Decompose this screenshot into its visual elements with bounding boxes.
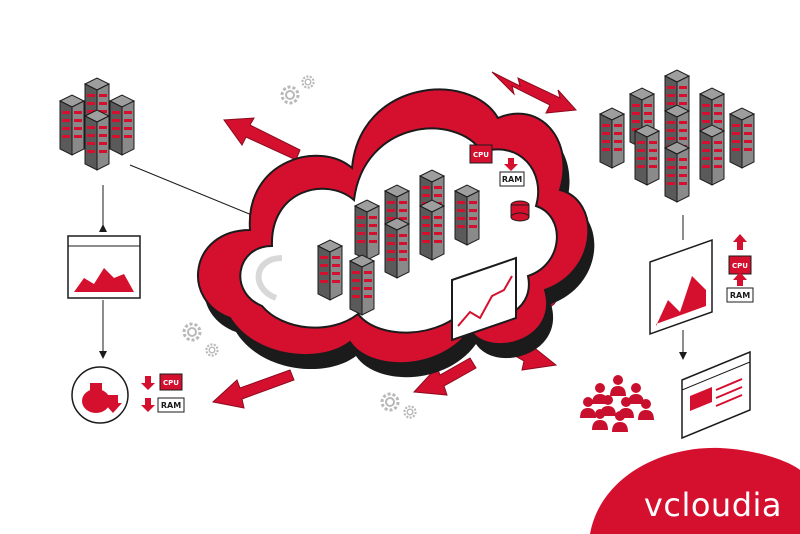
cloud-cpu-chip: CPU — [469, 144, 493, 164]
cloud-analytics-panel — [451, 256, 517, 342]
up-arrow-icon — [733, 234, 747, 250]
gear-icon — [403, 405, 417, 419]
svg-text:CPU: CPU — [732, 262, 748, 270]
left-cpu-chip: CPU — [159, 373, 183, 391]
svg-text:CPU: CPU — [163, 379, 179, 387]
web-application-window — [681, 350, 751, 440]
right-cpu-chip: CPU — [728, 255, 752, 275]
arrow-upper-left — [223, 117, 301, 161]
svg-text:RAM: RAM — [730, 291, 750, 300]
cost-savings-icon — [71, 366, 129, 424]
down-arrow-icon — [141, 376, 155, 390]
gear-icon — [380, 392, 400, 412]
right-chart-window — [649, 238, 713, 336]
right-ram-chip: RAM — [726, 287, 754, 303]
brand-corner-shape — [590, 447, 800, 534]
on-prem-server-cluster — [59, 77, 135, 171]
arrow-lower-center — [412, 357, 477, 396]
users-group-icon — [580, 375, 654, 432]
svg-text:RAM: RAM — [502, 175, 522, 184]
svg-text:CPU: CPU — [473, 151, 489, 159]
gear-icon — [205, 343, 219, 357]
left-ram-chip: RAM — [157, 397, 185, 413]
datacenter-server-cluster — [599, 69, 755, 203]
down-arrow-icon — [504, 158, 518, 171]
gear-icon — [280, 85, 300, 105]
gear-icon — [301, 75, 315, 89]
vcloudia-logo: vcloudia — [643, 486, 782, 524]
svg-text:RAM: RAM — [161, 401, 181, 410]
up-arrow-icon — [733, 272, 747, 286]
arrow-lower-left — [211, 369, 295, 409]
down-arrow-icon — [141, 398, 155, 412]
arrow-top-right — [491, 71, 578, 114]
database-icon — [510, 200, 530, 222]
left-chart-window — [67, 235, 141, 299]
cloud-ram-chip: RAM — [499, 171, 525, 187]
gear-icon — [182, 322, 202, 342]
